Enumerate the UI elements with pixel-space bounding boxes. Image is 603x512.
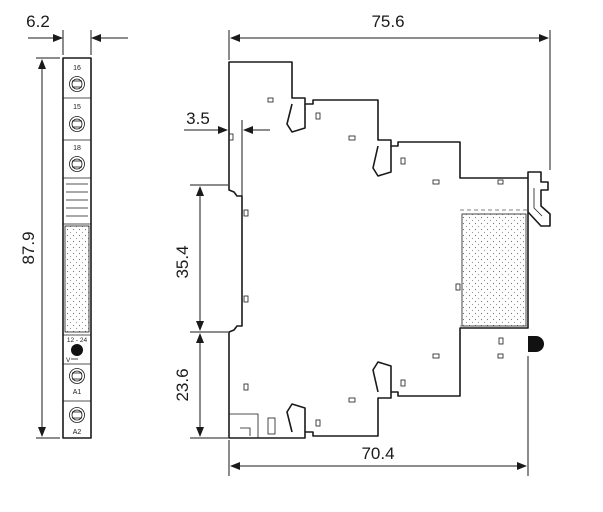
surface-ticks xyxy=(228,97,504,427)
dim-label-shoulder-offset: 3.5 xyxy=(186,109,210,128)
dim-label-module-width: 6.2 xyxy=(26,12,50,31)
dimension-base-depth: 70.4 xyxy=(228,356,529,476)
upper-terminal-notch-1 xyxy=(286,103,306,133)
screw-icon xyxy=(69,368,85,384)
dim-label-overall-depth: 75.6 xyxy=(371,12,404,31)
dimension-rail-span: 35.4 xyxy=(173,184,228,333)
dim-label-base-depth: 70.4 xyxy=(361,444,394,463)
screw-icon xyxy=(69,156,85,172)
screw-icon xyxy=(69,116,85,132)
lower-terminal-notch-1 xyxy=(372,361,392,393)
grip-ribs xyxy=(63,183,91,225)
screw-icon xyxy=(69,407,85,423)
voltage-unit-label: V xyxy=(66,357,71,364)
dimension-shoulder-offset: 3.5 xyxy=(184,109,270,196)
lower-terminal-notch-2 xyxy=(286,403,306,433)
release-clip xyxy=(527,171,551,227)
terminal-label-a1: A1 xyxy=(73,389,82,396)
base-clip xyxy=(267,417,276,435)
front-label-window xyxy=(461,213,527,327)
dimension-overall-depth: 75.6 xyxy=(228,12,551,170)
led-side-icon xyxy=(528,336,544,352)
dimension-overall-height: 87.9 xyxy=(19,57,60,439)
front-body-outline xyxy=(62,57,92,439)
voltage-label: 12 - 24 xyxy=(67,337,88,344)
side-body-outline xyxy=(228,61,529,439)
terminal-label-18: 18 xyxy=(73,145,81,152)
screw-icon xyxy=(69,76,85,92)
led-indicator-icon xyxy=(71,344,83,356)
base-foot xyxy=(229,413,259,438)
side-view xyxy=(228,61,551,439)
dimension-lower-section: 23.6 xyxy=(173,333,228,439)
terminal-label-16: 16 xyxy=(73,65,81,72)
label-window xyxy=(64,225,90,333)
dimension-module-width: 6.2 xyxy=(26,12,128,55)
terminal-label-a2: A2 xyxy=(73,429,82,436)
terminal-label-15: 15 xyxy=(73,104,81,111)
dim-label-lower-section: 23.6 xyxy=(173,368,192,401)
dim-label-rail-span: 35.4 xyxy=(173,245,192,278)
dim-label-overall-height: 87.9 xyxy=(19,231,38,264)
front-view: 16 15 18 xyxy=(62,57,92,439)
upper-terminal-notch-2 xyxy=(372,145,392,177)
